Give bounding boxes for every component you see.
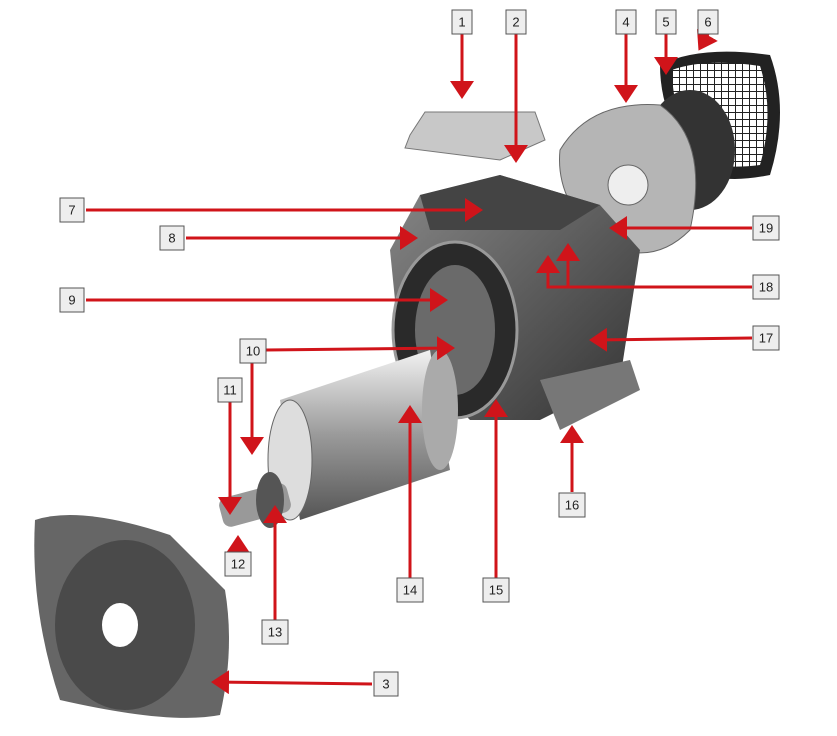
label-14: 14	[396, 577, 424, 603]
rotor	[219, 350, 458, 528]
svg-text:17: 17	[759, 331, 773, 346]
svg-text:6: 6	[704, 15, 711, 30]
label-10: 10	[239, 338, 267, 364]
svg-text:19: 19	[759, 221, 773, 236]
label-17: 17	[752, 325, 780, 351]
label-12: 12	[224, 551, 252, 577]
label-3: 3	[373, 671, 399, 697]
svg-text:11: 11	[223, 383, 237, 398]
svg-text:2: 2	[512, 15, 519, 30]
svg-text:8: 8	[168, 231, 175, 246]
svg-text:9: 9	[68, 293, 75, 308]
svg-text:5: 5	[662, 15, 669, 30]
svg-text:4: 4	[622, 15, 629, 30]
label-8: 8	[159, 225, 185, 251]
svg-text:10: 10	[246, 344, 260, 359]
label-1: 1	[451, 9, 473, 35]
terminal-box-cover	[404, 111, 546, 161]
front-end-shield	[34, 515, 230, 718]
label-16: 16	[558, 492, 586, 518]
label-5: 5	[655, 9, 677, 35]
svg-text:15: 15	[489, 583, 503, 598]
svg-text:12: 12	[231, 557, 245, 572]
leader-arrows	[86, 29, 753, 695]
svg-text:13: 13	[268, 625, 282, 640]
label-4: 4	[615, 9, 637, 35]
label-2: 2	[505, 9, 527, 35]
svg-text:7: 7	[68, 203, 75, 218]
svg-text:18: 18	[759, 280, 773, 295]
label-11: 11	[217, 377, 243, 403]
svg-text:1: 1	[458, 15, 465, 30]
label-13: 13	[261, 619, 289, 645]
label-18: 18	[752, 274, 780, 300]
label-15: 15	[482, 577, 510, 603]
label-6: 6	[697, 9, 719, 35]
svg-text:16: 16	[565, 498, 579, 513]
label-19: 19	[752, 215, 780, 241]
label-9: 9	[59, 287, 85, 313]
label-7: 7	[59, 197, 85, 223]
svg-text:3: 3	[382, 677, 389, 692]
svg-text:14: 14	[403, 583, 417, 598]
